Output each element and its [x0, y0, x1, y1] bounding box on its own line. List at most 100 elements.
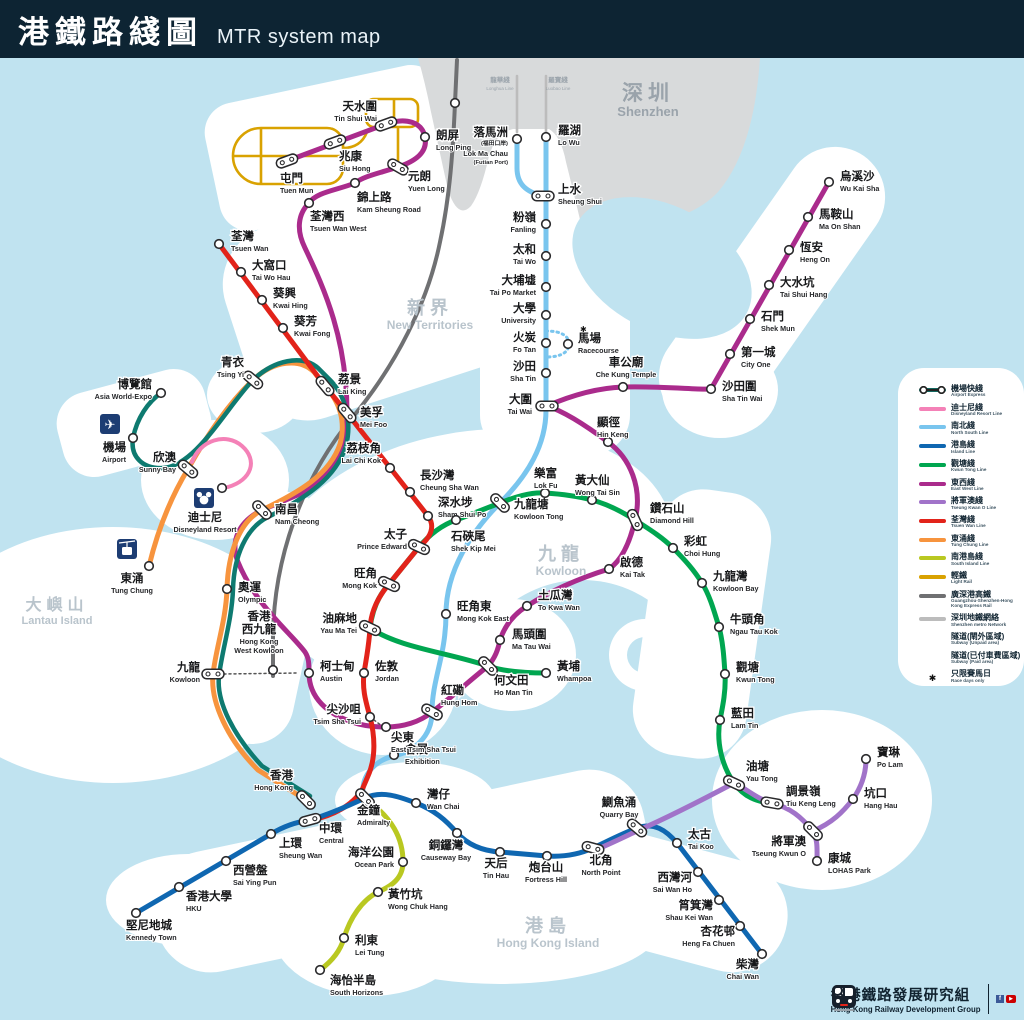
map-label: 九龍塘 [513, 497, 549, 511]
map-label: 火炭 [513, 330, 536, 344]
legend-item-zh: 東涌綫 [951, 533, 975, 543]
station-marker [265, 828, 277, 840]
station-marker [756, 948, 768, 960]
map-label: Siu Hong [339, 164, 371, 173]
map-label: 落馬洲 [474, 125, 509, 139]
map-label: Wu Kai Sha [840, 184, 880, 193]
map-label: Causeway Bay [421, 853, 471, 862]
map-label: 炮台山 [529, 860, 564, 874]
station-marker [705, 383, 717, 395]
map-label: 美孚 [360, 405, 383, 419]
map-label: Yuen Long [408, 184, 445, 193]
legend-item-zh: 南港島綫 [951, 552, 983, 562]
map-label: Yau Tong [746, 774, 778, 783]
station-marker [696, 577, 708, 589]
map-label: Po Lam [877, 760, 903, 769]
station-marker [450, 514, 462, 526]
map-label: Central [319, 836, 344, 845]
map-label: 調景嶺 [786, 784, 821, 798]
footer-social: f ▶ [831, 985, 1016, 1003]
legend-item-en: Tseung Kwan O Line [951, 504, 997, 510]
map-label: 油塘 [746, 759, 769, 773]
map-label: Ocean Park [354, 860, 394, 869]
page-title: 港鐵路綫圖 MTR system map [18, 7, 381, 52]
map-label: Kowloon Tong [514, 512, 563, 521]
legend-swatch [919, 462, 946, 467]
interchange-marker [535, 400, 559, 412]
map-label: 太和 [512, 242, 536, 256]
map-label: Lok Ma Chau [463, 149, 508, 158]
map-label: Tin Shui Wai [334, 114, 377, 123]
map-label: West Kowloon [234, 646, 283, 655]
station-marker [692, 866, 704, 878]
map-label: Yau Ma Tei [320, 626, 357, 635]
station-marker [494, 634, 506, 646]
legend-item-zh: 東西綫 [951, 477, 975, 487]
map-label: 朗屏 [436, 128, 459, 142]
map-label: Tiu Keng Leng [786, 799, 836, 808]
station-marker [763, 279, 775, 291]
legend-item-en: Kwun Tong Line [951, 467, 987, 473]
station-marker [303, 197, 315, 209]
legend-item-zh: 觀塘綫 [951, 458, 975, 468]
map-label: 筲箕灣 [679, 898, 714, 912]
legend-item-zh: 南北綫 [951, 421, 975, 431]
legend-swatch [919, 444, 946, 449]
map-label: 黃竹坑 [387, 887, 423, 901]
station-marker [155, 387, 167, 399]
map-label: Quarry Bay [600, 810, 639, 819]
map-label: Kwai Hing [273, 301, 308, 310]
region-label-en: Hong Kong Island [497, 936, 600, 950]
map-label: (福田口岸) [481, 139, 508, 147]
station-marker [521, 600, 533, 612]
map-label: Tai Wo [513, 257, 537, 266]
station-marker [562, 338, 574, 350]
legend-item-subway-unpaid-area: 隧道(閘外區域)Subway (Unpaid area) [919, 385, 1021, 646]
station-marker [541, 850, 553, 862]
station-marker [540, 281, 552, 293]
map-label: Wong Tai Sin [575, 488, 620, 497]
map-label: 九龍灣 [712, 569, 748, 583]
page-title-zh: 港鐵路綫圖 [18, 14, 203, 51]
station-marker [384, 462, 396, 474]
map-label: 佐敦 [374, 659, 398, 673]
map-label: Shau Kei Wan [665, 913, 713, 922]
map-label: 黃埔 [556, 659, 580, 673]
map-label: Tai Wo Hau [252, 273, 290, 282]
region-label-zh: 九龍 [537, 543, 584, 564]
region-label-en: Shenzhen [617, 104, 678, 119]
map-label: 深水埗 [438, 495, 473, 509]
map-label: 馬鞍山 [819, 207, 854, 221]
map-label: 兆康 [339, 149, 362, 163]
station-marker [216, 482, 228, 494]
map-label: Fortress Hill [525, 875, 567, 884]
map-label: 九龍 [176, 660, 200, 674]
map-label: Chai Wan [727, 972, 759, 981]
map-label: 海怡半島 [330, 973, 376, 987]
legend-item-en: Tung Chung Line [951, 542, 989, 548]
map-label: Cheung Sha Wan [420, 483, 479, 492]
map-label: 利東 [354, 933, 378, 947]
map-label: Lo Wu [558, 138, 580, 147]
map-label: 坑口 [864, 786, 887, 800]
map-label: 牛頭角 [730, 612, 765, 626]
station-marker [802, 211, 814, 223]
header: 港鐵路綫圖 MTR system map [0, 0, 1024, 58]
